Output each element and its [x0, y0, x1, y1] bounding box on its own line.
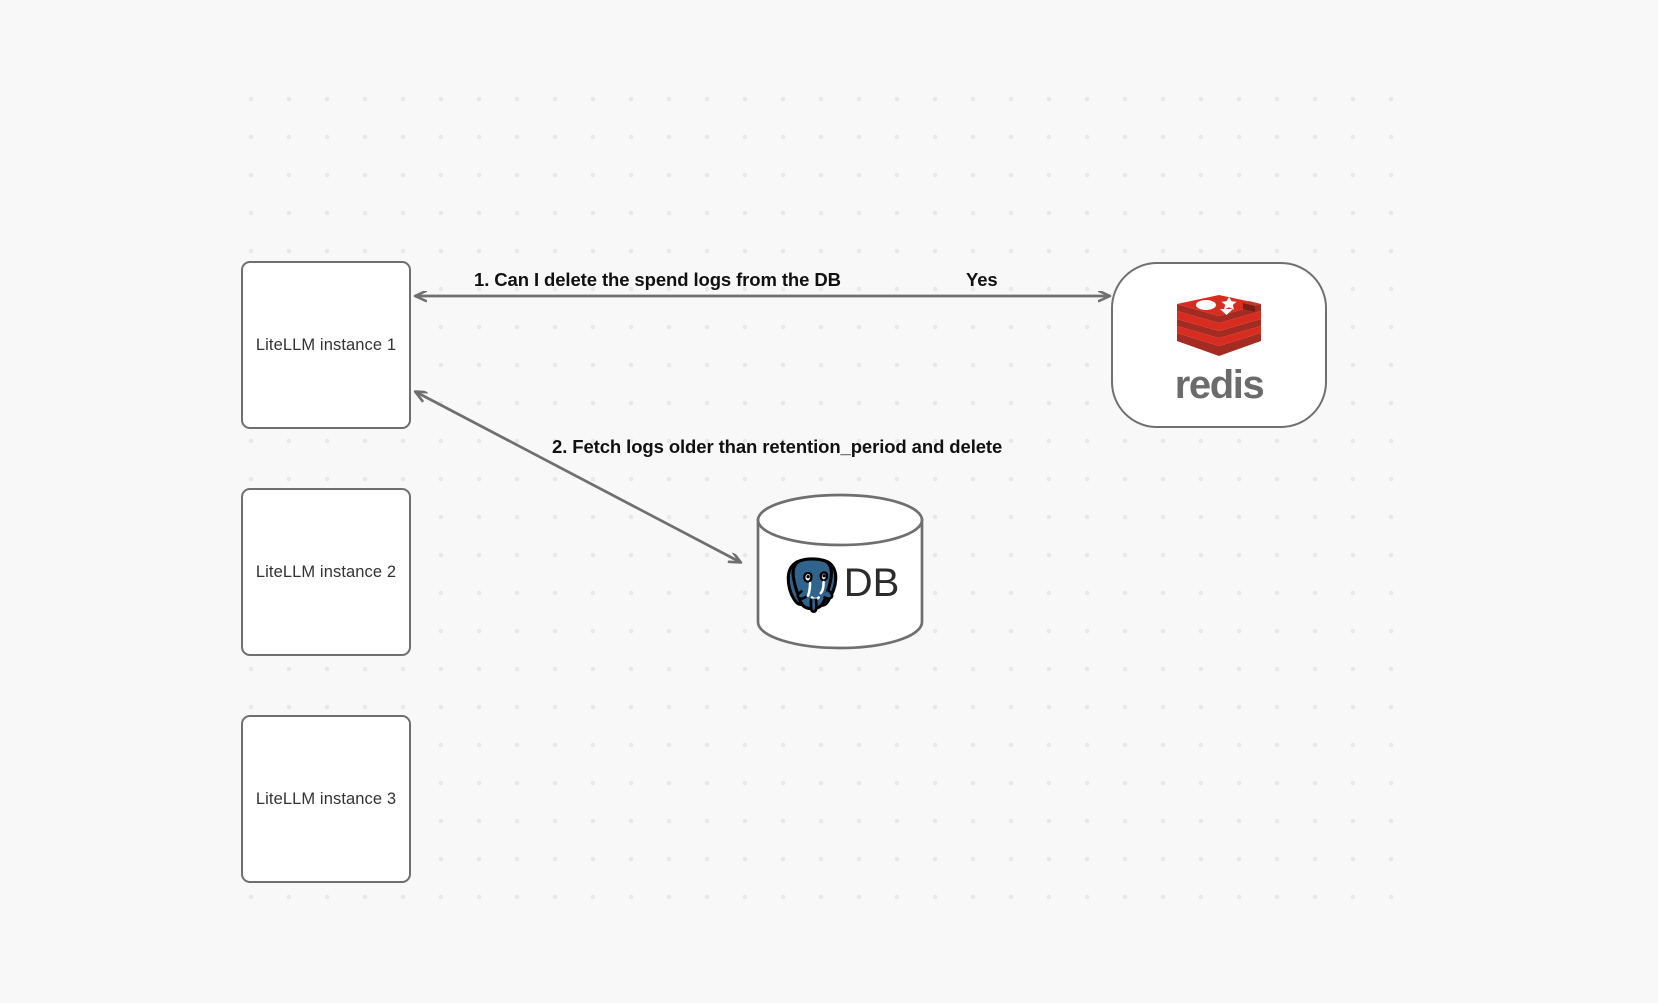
node-database[interactable]: DB [754, 492, 926, 650]
postgresql-elephant-icon [781, 552, 843, 614]
edge-label-delete-spend-logs: 1. Can I delete the spend logs from the … [474, 269, 841, 290]
edge-label-yes: Yes [966, 269, 998, 290]
node-label: LiteLLM instance 3 [255, 789, 397, 808]
redis-wordmark: redis [1174, 362, 1265, 407]
cylinder-shape [756, 493, 924, 650]
node-litellm-instance-3[interactable]: LiteLLM instance 3 [241, 715, 411, 883]
db-label: DB [843, 561, 900, 605]
redis-logo-icon [1173, 290, 1265, 362]
node-label: LiteLLM instance 1 [255, 335, 397, 354]
edge-label-fetch-logs-retention: 2. Fetch logs older than retention_perio… [552, 436, 1003, 457]
edge-line-db-litellm1 [416, 392, 740, 562]
node-redis[interactable]: redis [1111, 262, 1327, 428]
node-litellm-instance-1[interactable]: LiteLLM instance 1 [241, 261, 411, 429]
node-litellm-instance-2[interactable]: LiteLLM instance 2 [241, 488, 411, 656]
node-label: LiteLLM instance 2 [255, 562, 397, 581]
